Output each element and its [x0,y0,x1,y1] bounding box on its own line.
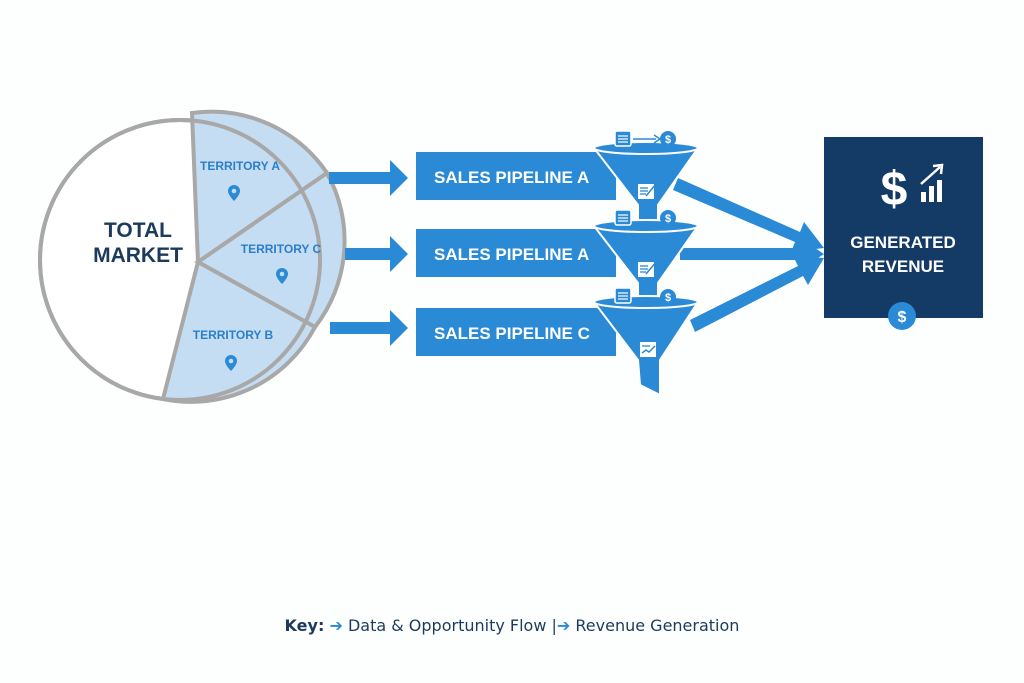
dollar-coin-icon: $ [660,131,676,147]
legend-key: Key: ➔ Data & Opportunity Flow |➔ Revenu… [0,616,1024,635]
revenue-arrow-1 [673,178,824,252]
revenue-arrows [673,178,824,332]
pipeline-3-label: SALES PIPELINE C [434,324,590,343]
svg-text:$: $ [898,309,907,326]
territory-c-slice[interactable] [194,170,347,330]
checklist-icon [638,183,657,199]
territory-c-label: TERRITORY C [241,242,322,256]
svg-text:$: $ [665,134,671,146]
revenue-label-line2: REVENUE [862,257,944,276]
dollar-coin-icon: $ [660,289,676,305]
key-separator: | [551,616,557,635]
map-pin-icon [276,268,288,284]
document-icon [614,287,632,304]
flow-arrow-icon: ➔ [329,616,343,635]
key-item-revenue: Revenue Generation [575,616,740,635]
pipeline-1-label: SALES PIPELINE A [434,168,589,187]
svg-text:$: $ [665,213,671,225]
dollar-sign-icon: $ [881,163,908,216]
chart-checklist-icon [640,342,656,357]
svg-text:$: $ [665,292,671,304]
pipeline-2-label: SALES PIPELINE A [434,245,589,264]
document-icon [614,130,632,147]
total-market-label-line1: TOTAL [104,219,172,242]
revenue-arrow-icon: ➔ [556,616,571,635]
key-item-data-flow: Data & Opportunity Flow [347,616,547,635]
map-pin-icon [228,185,240,201]
key-prefix: Key: [284,616,325,635]
flow-arrow-b [330,310,408,346]
territory-a-label: TERRITORY A [200,159,280,173]
territory-arrows [329,160,408,346]
pipeline-bar-1[interactable] [416,152,616,200]
dollar-coin-icon: $ [888,302,916,330]
generated-revenue-box[interactable] [824,137,983,318]
funnel-3-icons: $ [614,287,676,357]
total-market-label-line2: MARKET [93,244,183,267]
revenue-label-line1: GENERATED [850,233,955,252]
territory-a-slice[interactable] [189,109,330,266]
funnel-2-icons: $ [614,209,676,277]
total-market-pie [38,109,347,404]
flow-arrow-c [345,236,408,272]
funnel-1-icons: $ [614,130,676,199]
dollar-coin-icon: $ [660,210,676,226]
territory-b-label: TERRITORY B [193,328,274,342]
pipeline-bar-3[interactable] [416,308,616,356]
revenue-arrow-2 [680,238,824,270]
checklist-icon [638,261,657,277]
map-pin-icon [225,355,237,371]
revenue-arrow-3 [690,256,824,332]
pipeline-bar-2[interactable] [416,229,616,277]
growth-chart-icon [920,163,944,202]
document-icon [614,209,632,226]
flow-arrow-a [329,160,408,196]
